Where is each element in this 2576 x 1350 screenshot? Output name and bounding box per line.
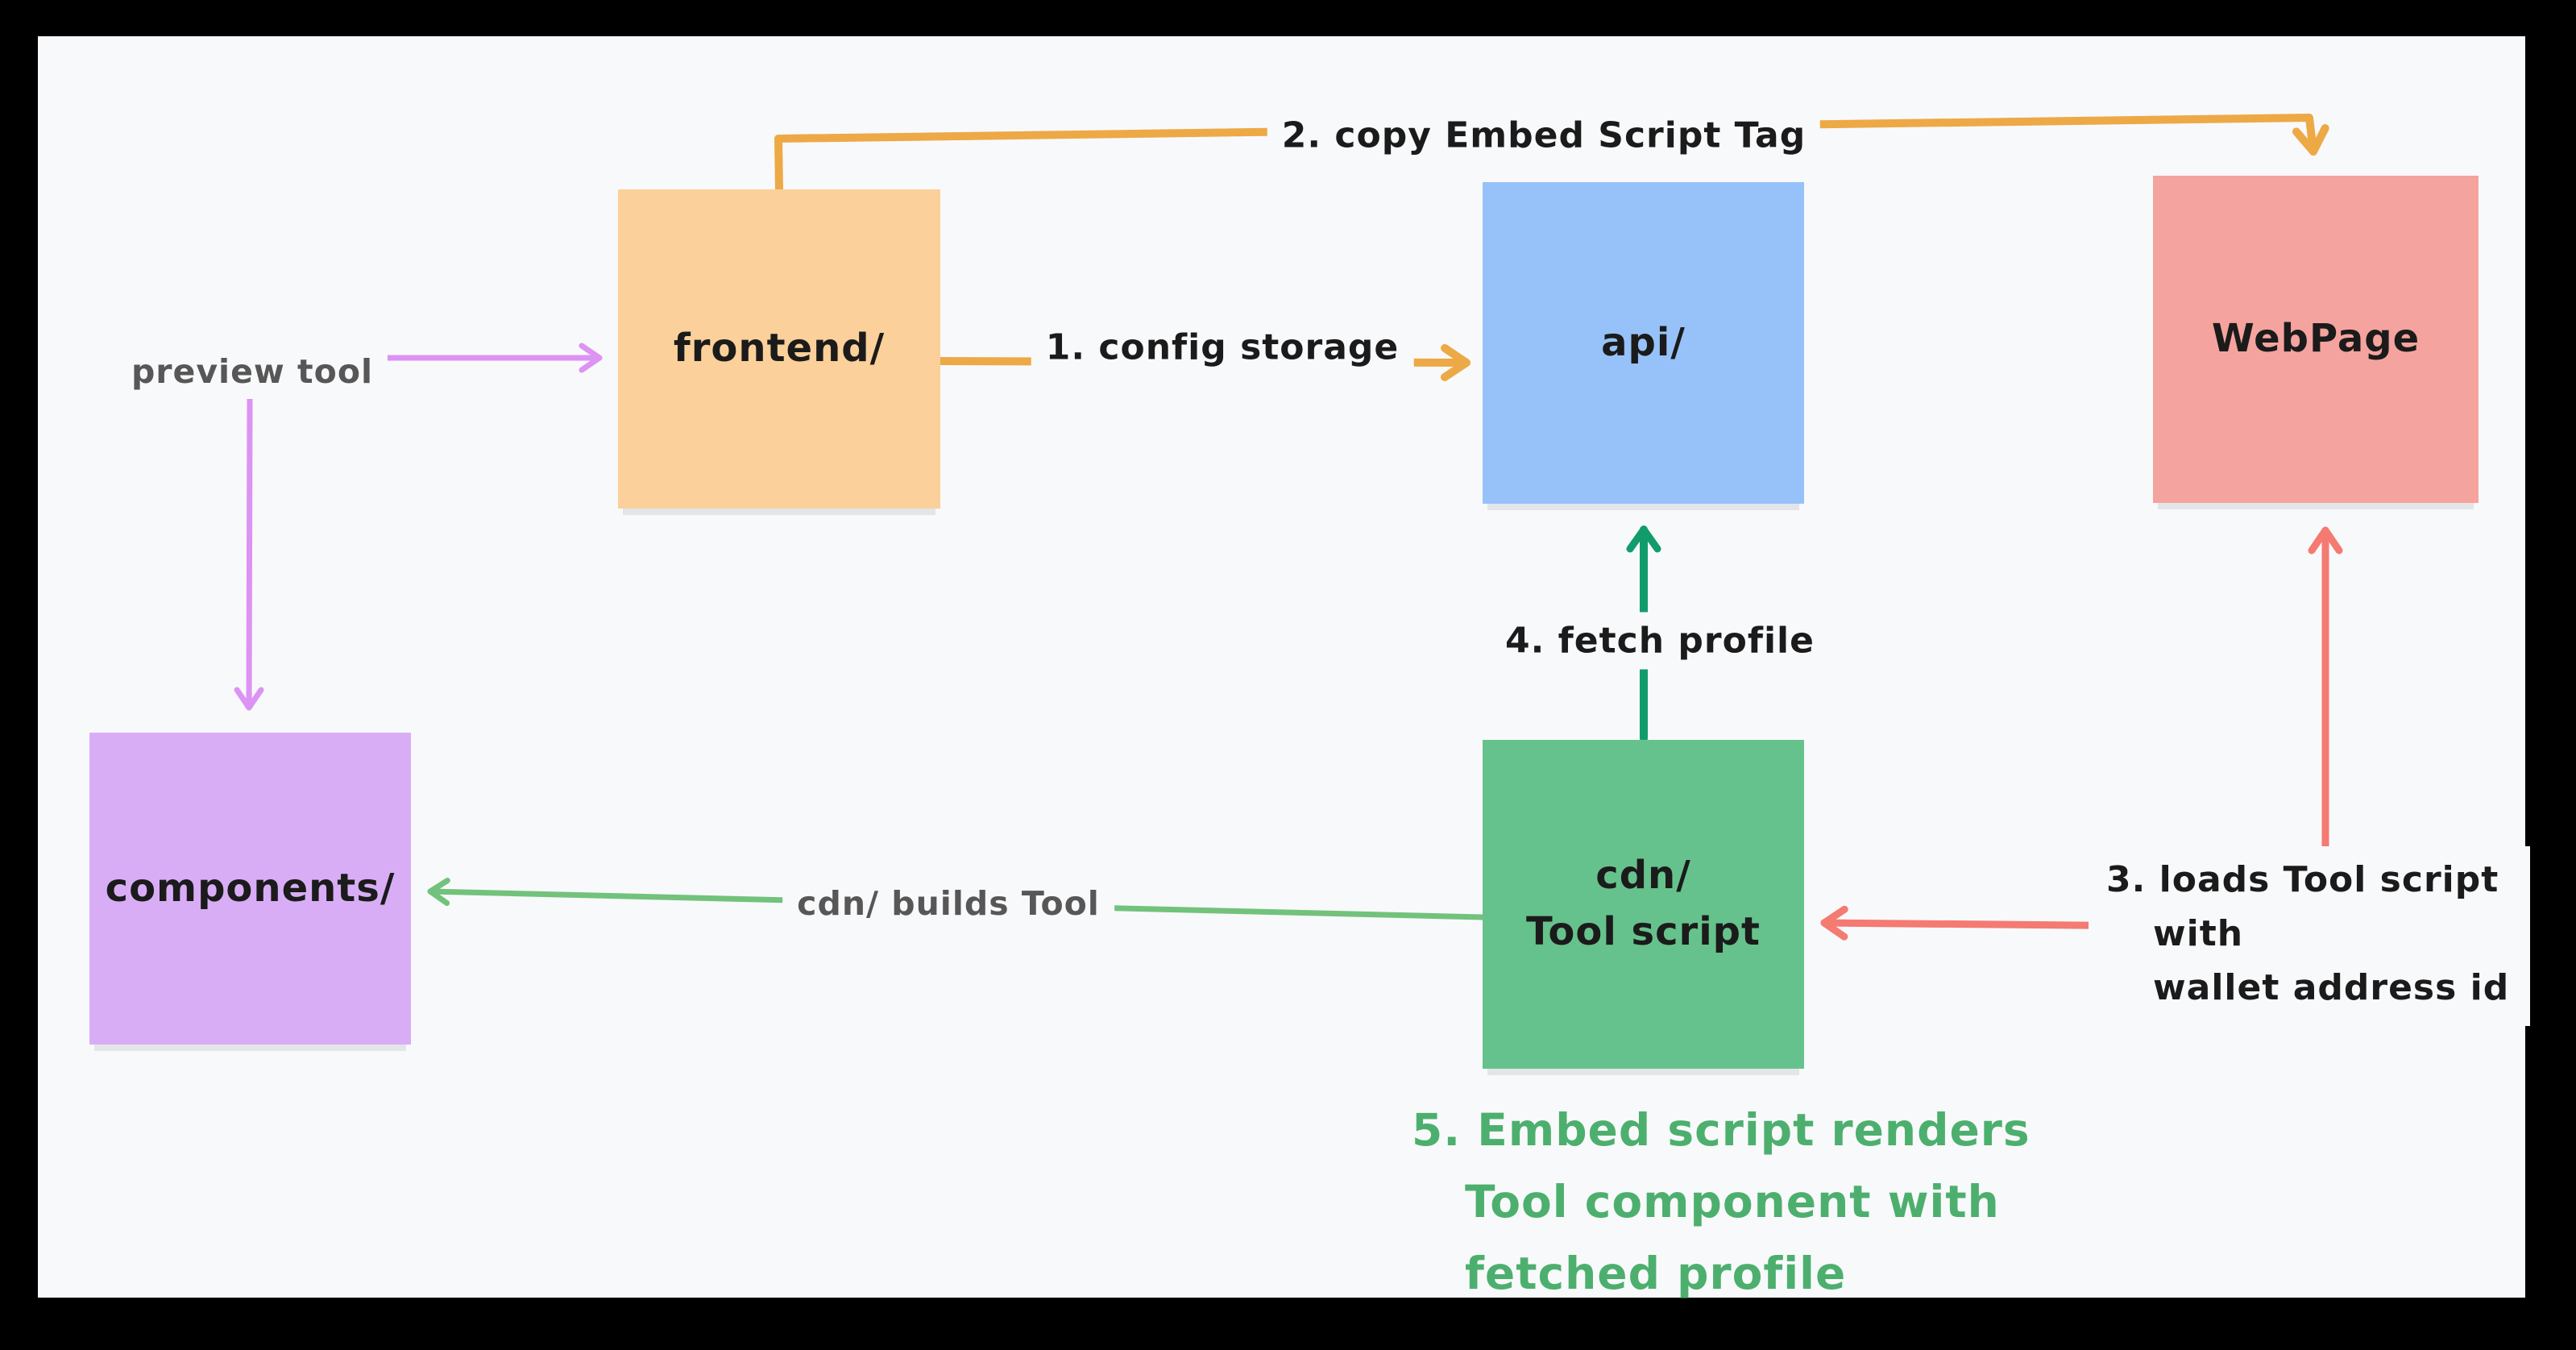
edge-label-preview-tool: preview tool bbox=[116, 344, 388, 399]
note-line1: 5. Embed script renders bbox=[1412, 1104, 2031, 1156]
edge-label-config-storage: 1. config storage bbox=[1031, 318, 1414, 376]
note-embed-script-renders: 5. Embed script renders Tool component w… bbox=[1412, 1095, 2031, 1310]
edge-label-loads-line3: wallet address id bbox=[2153, 967, 2510, 1008]
edge-label-loads-line1: 3. loads Tool script bbox=[2106, 859, 2499, 900]
node-api-label: api/ bbox=[1601, 319, 1686, 365]
node-components: components/ bbox=[89, 733, 411, 1045]
node-cdn-label: cdn/ Tool script bbox=[1526, 848, 1761, 960]
edge-label-copy-embed-script-tag: 2. copy Embed Script Tag bbox=[1267, 106, 1821, 164]
node-cdn-label-line1: cdn/ bbox=[1595, 853, 1691, 899]
diagram-canvas bbox=[38, 36, 2525, 1298]
edge-label-loads-line2: with bbox=[2153, 913, 2244, 954]
edge-label-loads-tool-script: 3. loads Tool script with wallet address… bbox=[2089, 846, 2531, 1026]
node-frontend: frontend/ bbox=[618, 189, 940, 509]
node-components-label: components/ bbox=[105, 865, 396, 911]
node-webpage-label: WebPage bbox=[2211, 316, 2420, 362]
node-api: api/ bbox=[1483, 182, 1804, 504]
note-line2: Tool component with bbox=[1465, 1176, 2000, 1227]
node-webpage: WebPage bbox=[2153, 176, 2479, 503]
note-line3: fetched profile bbox=[1465, 1248, 1847, 1299]
node-cdn: cdn/ Tool script bbox=[1483, 740, 1804, 1069]
edge-label-fetch-profile: 4. fetch profile bbox=[1491, 612, 1829, 670]
node-frontend-label: frontend/ bbox=[673, 326, 886, 372]
node-cdn-label-line2: Tool script bbox=[1526, 909, 1761, 954]
edge-label-cdn-builds-tool: cdn/ builds Tool bbox=[782, 876, 1114, 931]
